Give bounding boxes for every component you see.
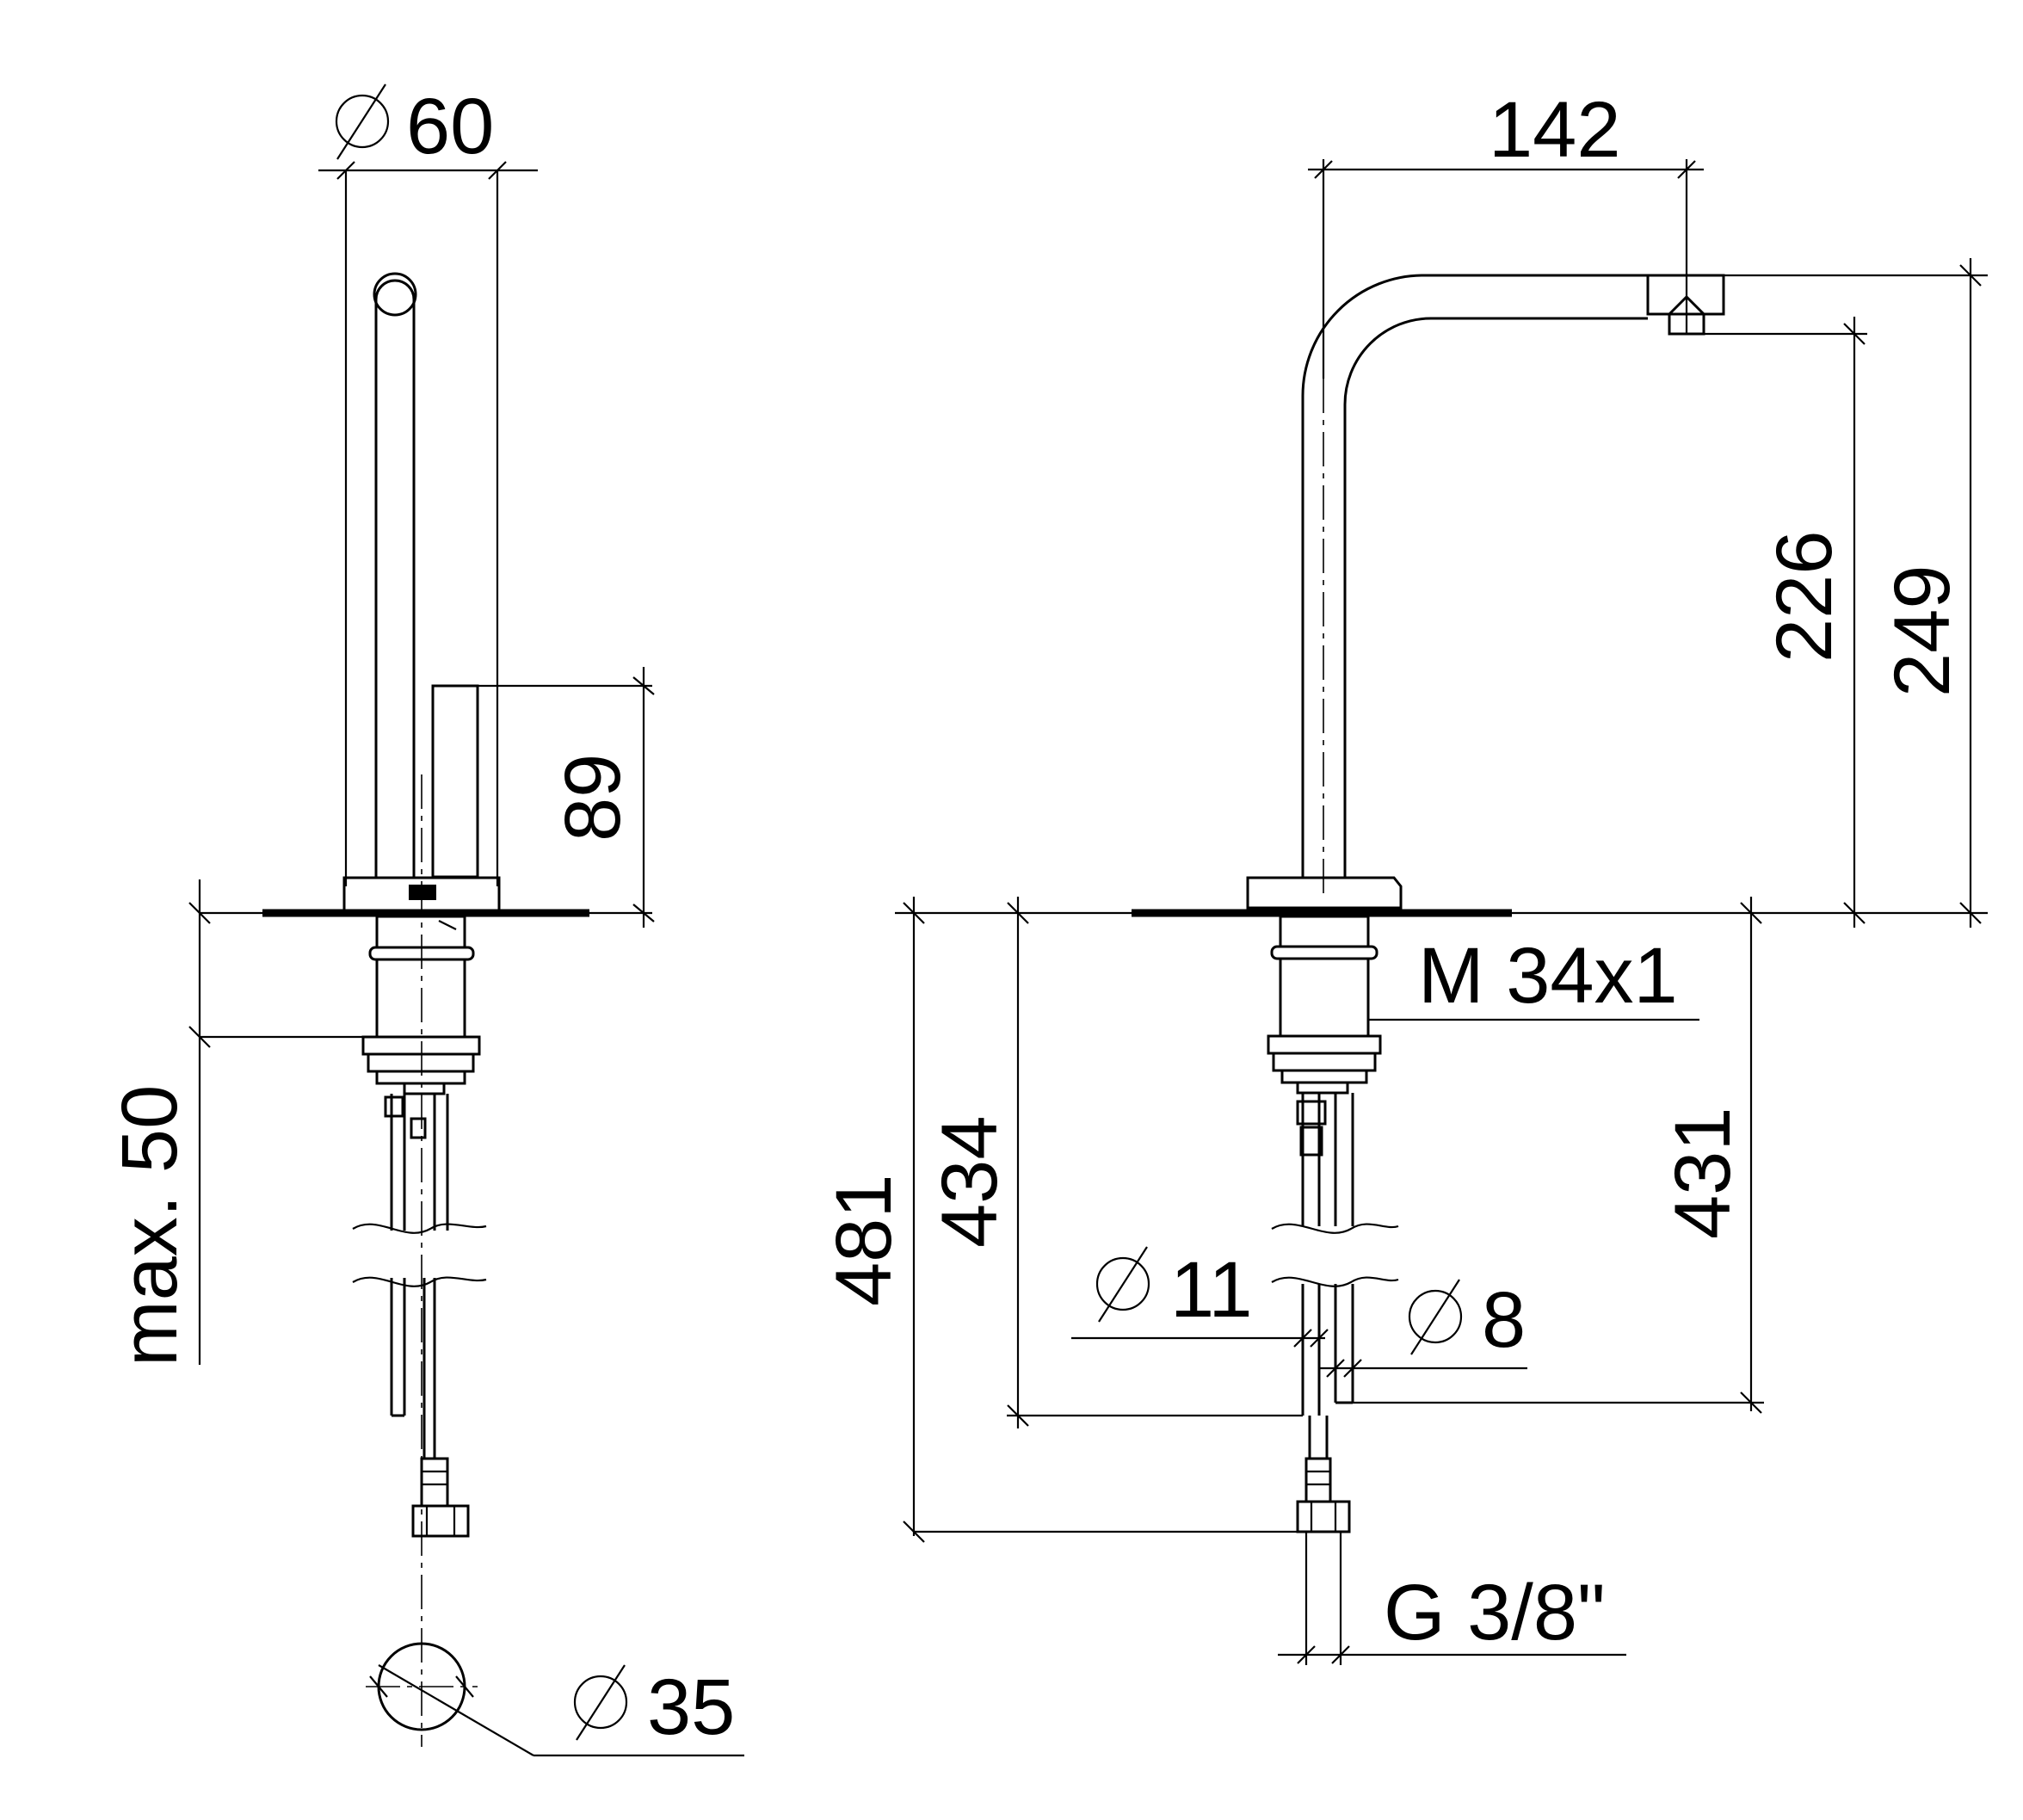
dim-label-max-50: max. 50 bbox=[106, 1085, 194, 1367]
dim-label-89: 89 bbox=[549, 754, 637, 842]
dim-label-226: 226 bbox=[1761, 531, 1848, 663]
dim-hose-diameter-8: 8 bbox=[1319, 1276, 1527, 1378]
mount-assembly-side bbox=[361, 915, 481, 1095]
dim-hole-diameter: 35 bbox=[366, 1642, 744, 1757]
base-side bbox=[262, 876, 652, 917]
dim-spout-reach: 142 bbox=[1308, 86, 1704, 379]
diameter-symbol-icon bbox=[573, 1675, 628, 1730]
dim-label-434: 434 bbox=[926, 1116, 1014, 1249]
dim-label-11: 11 bbox=[1170, 1246, 1253, 1334]
dim-hose-length-431: 431 bbox=[1353, 897, 1764, 1414]
dim-connection: G 3/8" bbox=[1278, 1532, 1626, 1665]
dim-label-60: 60 bbox=[406, 83, 494, 170]
dim-hose-length-434: 434 bbox=[926, 897, 1303, 1428]
hoses-front bbox=[1271, 1093, 1399, 1533]
dim-hose-diameter-11: 11 bbox=[1071, 1246, 1329, 1348]
spout-side bbox=[373, 272, 417, 878]
base-front bbox=[895, 876, 1988, 917]
dim-label-481: 481 bbox=[820, 1175, 908, 1307]
diameter-symbol-icon bbox=[1095, 1256, 1150, 1311]
dim-label-431: 431 bbox=[1659, 1107, 1747, 1240]
mount-assembly-front bbox=[1267, 915, 1382, 1095]
hoses-side bbox=[352, 774, 487, 1747]
diameter-symbol-icon bbox=[1408, 1289, 1463, 1344]
dim-top-diameter: 60 bbox=[318, 83, 538, 886]
diameter-symbol-icon bbox=[335, 94, 390, 149]
dim-hose-length-481: 481 bbox=[820, 897, 1298, 1543]
dim-label-8: 8 bbox=[1482, 1276, 1526, 1364]
dim-spout-heights: 226 249 bbox=[1704, 258, 1988, 928]
dim-label-g38: G 3/8" bbox=[1384, 1569, 1606, 1657]
side-view: 60 89 bbox=[106, 83, 744, 1757]
front-view: 142 226 249 bbox=[820, 86, 1988, 1665]
dim-label-249: 249 bbox=[1878, 565, 1966, 698]
dim-label-142: 142 bbox=[1489, 86, 1621, 174]
spout-front bbox=[1301, 274, 1725, 895]
dim-deck-thickness: max. 50 bbox=[106, 879, 363, 1367]
dim-handle-height: 89 bbox=[549, 667, 655, 928]
dim-label-m34x1: M 34x1 bbox=[1418, 932, 1678, 1020]
dim-label-35: 35 bbox=[647, 1663, 735, 1751]
dim-thread: M 34x1 bbox=[1368, 932, 1699, 1021]
